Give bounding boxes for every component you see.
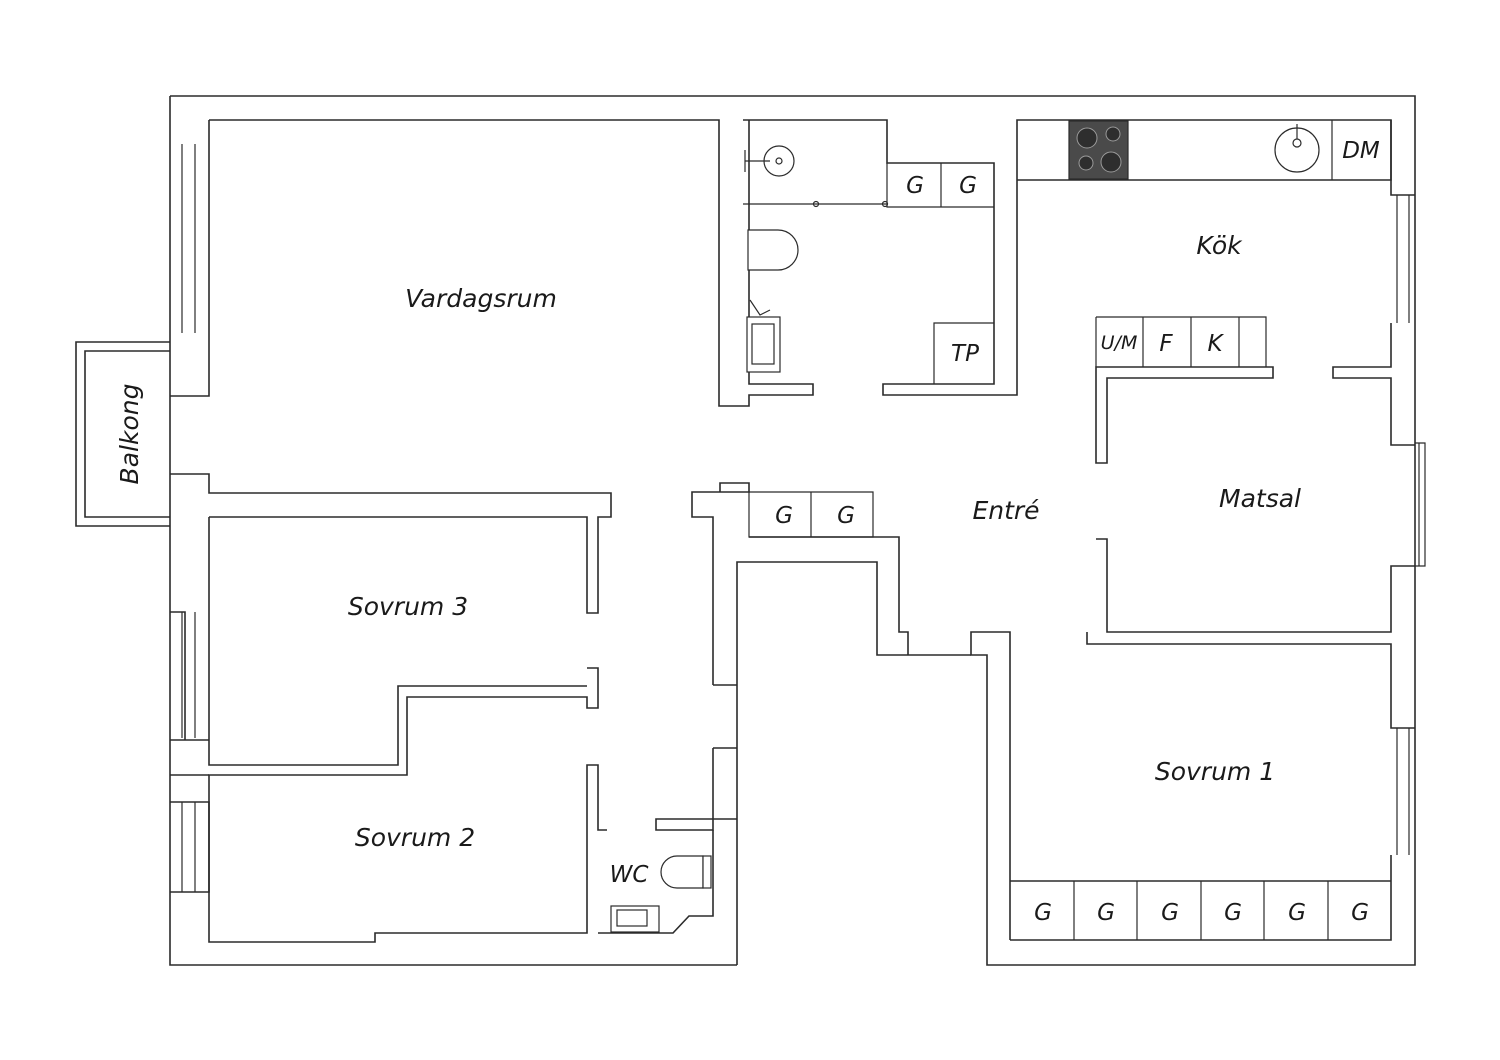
label-kok: Kök [1196,231,1243,260]
fixture-labels: G G TP DM U/M F K G G G G G G G G [775,138,1380,926]
wardrobe-label: G [1097,900,1115,926]
label-vardagsrum: Vardagsrum [405,284,557,313]
wardrobe-label: G [959,173,977,199]
fridge-label: F [1159,331,1173,357]
dining-walls [1086,442,1426,729]
dm-label: DM [1342,138,1380,164]
living-room-walls [170,119,814,614]
windows [181,144,1410,892]
bathroom-walls [743,119,1392,396]
wardrobe-label: G [837,503,855,529]
label-sovrum1: Sovrum 1 [1155,757,1275,786]
wardrobe-label: G [1288,900,1306,926]
label-sovrum3: Sovrum 3 [348,592,468,621]
wardrobe-label: G [906,173,924,199]
wardrobe-label: G [1161,900,1179,926]
room-labels: Vardagsrum Kök Matsal Entré Sovrum 1 Sov… [115,231,1301,888]
balcony-walls [75,341,170,527]
wardrobe-label: G [1224,900,1242,926]
wc-walls [598,747,737,934]
wardrobe-label: G [1034,900,1052,926]
um-label: U/M [1101,332,1138,354]
kitchen-walls [1068,120,1415,464]
wardrobe-label: G [1351,900,1369,926]
bedroom-2-3-walls [170,517,607,943]
label-entre: Entré [972,496,1039,525]
label-sovrum2: Sovrum 2 [355,823,475,852]
tp-label: TP [951,341,979,367]
wardrobe-label: G [775,503,793,529]
freezer-label: K [1207,331,1224,357]
hall-walls [691,482,909,686]
label-wc: WC [610,862,649,888]
label-matsal: Matsal [1219,484,1301,513]
bedroom1-walls [1010,855,1392,941]
label-balkong: Balkong [115,384,144,485]
